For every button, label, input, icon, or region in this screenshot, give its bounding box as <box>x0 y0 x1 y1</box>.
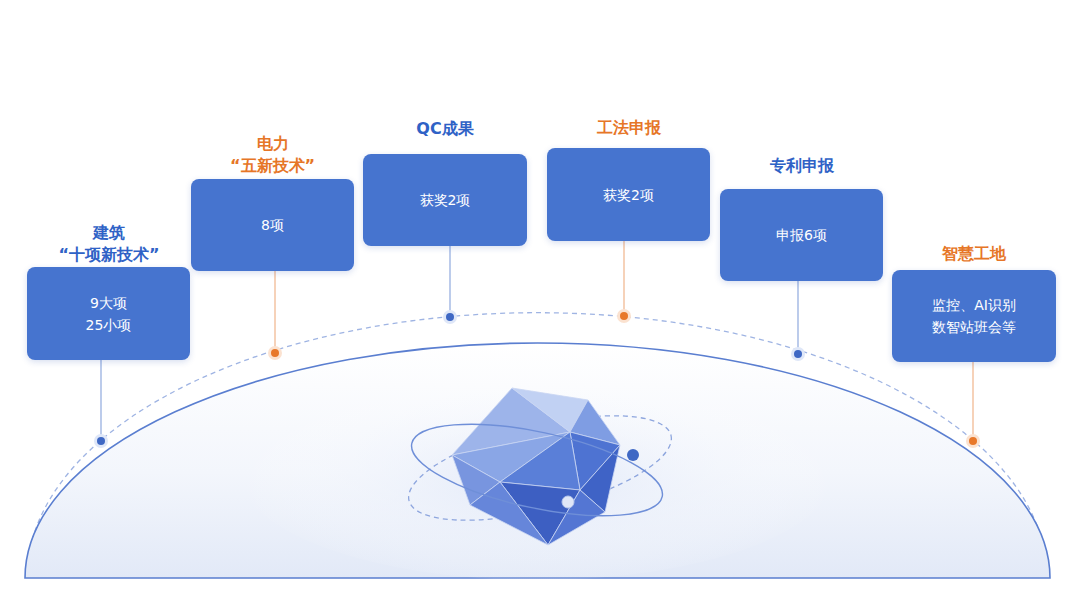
box-text: 9大项 25小项 <box>74 292 144 336</box>
crystal-face <box>548 490 605 545</box>
dot-halo <box>791 347 805 361</box>
box-heading: 建筑 “十项新技术” <box>59 222 159 266</box>
dot-halo <box>268 346 282 360</box>
info-box: 建筑 “十项新技术”9大项 25小项 <box>27 267 190 360</box>
orbit-dot <box>627 449 639 461</box>
arc-dot <box>446 313 454 321</box>
orbit-dot <box>562 496 574 508</box>
arc-dot <box>969 437 977 445</box>
info-box: 工法申报获奖2项 <box>547 148 710 241</box>
box-text: 监控、AI识别 数智站班会等 <box>919 294 1029 338</box>
box-heading: 电力 “五新技术” <box>223 133 323 177</box>
arc-dot <box>620 312 628 320</box>
dot-halo <box>966 434 980 448</box>
dome-glow <box>237 360 837 580</box>
info-box: 智慧工地监控、AI识别 数智站班会等 <box>892 270 1056 362</box>
box-text: 申报6项 <box>776 224 827 246</box>
crystal-face <box>470 482 548 545</box>
info-box: QC成果获奖2项 <box>363 154 527 246</box>
leader-line <box>797 281 798 349</box>
box-heading: QC成果 <box>395 118 495 140</box>
info-box: 电力 “五新技术”8项 <box>191 179 354 271</box>
info-box: 专利申报申报6项 <box>720 189 883 281</box>
leader-line <box>274 271 275 348</box>
box-heading: 智慧工地 <box>924 243 1024 265</box>
leader-line <box>449 246 450 312</box>
box-text: 获奖2项 <box>420 189 471 211</box>
leader-line <box>100 360 101 436</box>
crystal-face <box>500 432 580 490</box>
leader-line <box>623 241 624 311</box>
box-text: 获奖2项 <box>603 184 654 206</box>
arc-dot <box>271 349 279 357</box>
arc-dot <box>794 350 802 358</box>
box-text: 8项 <box>261 214 284 236</box>
box-heading: 工法申报 <box>579 117 679 139</box>
icosahedron <box>452 388 620 545</box>
dot-halo <box>443 310 457 324</box>
leader-line <box>972 362 973 436</box>
dot-halo <box>94 434 108 448</box>
dot-halo <box>617 309 631 323</box>
box-heading: 专利申报 <box>752 155 852 177</box>
orbit-ring <box>404 406 670 534</box>
arc-dot <box>97 437 105 445</box>
